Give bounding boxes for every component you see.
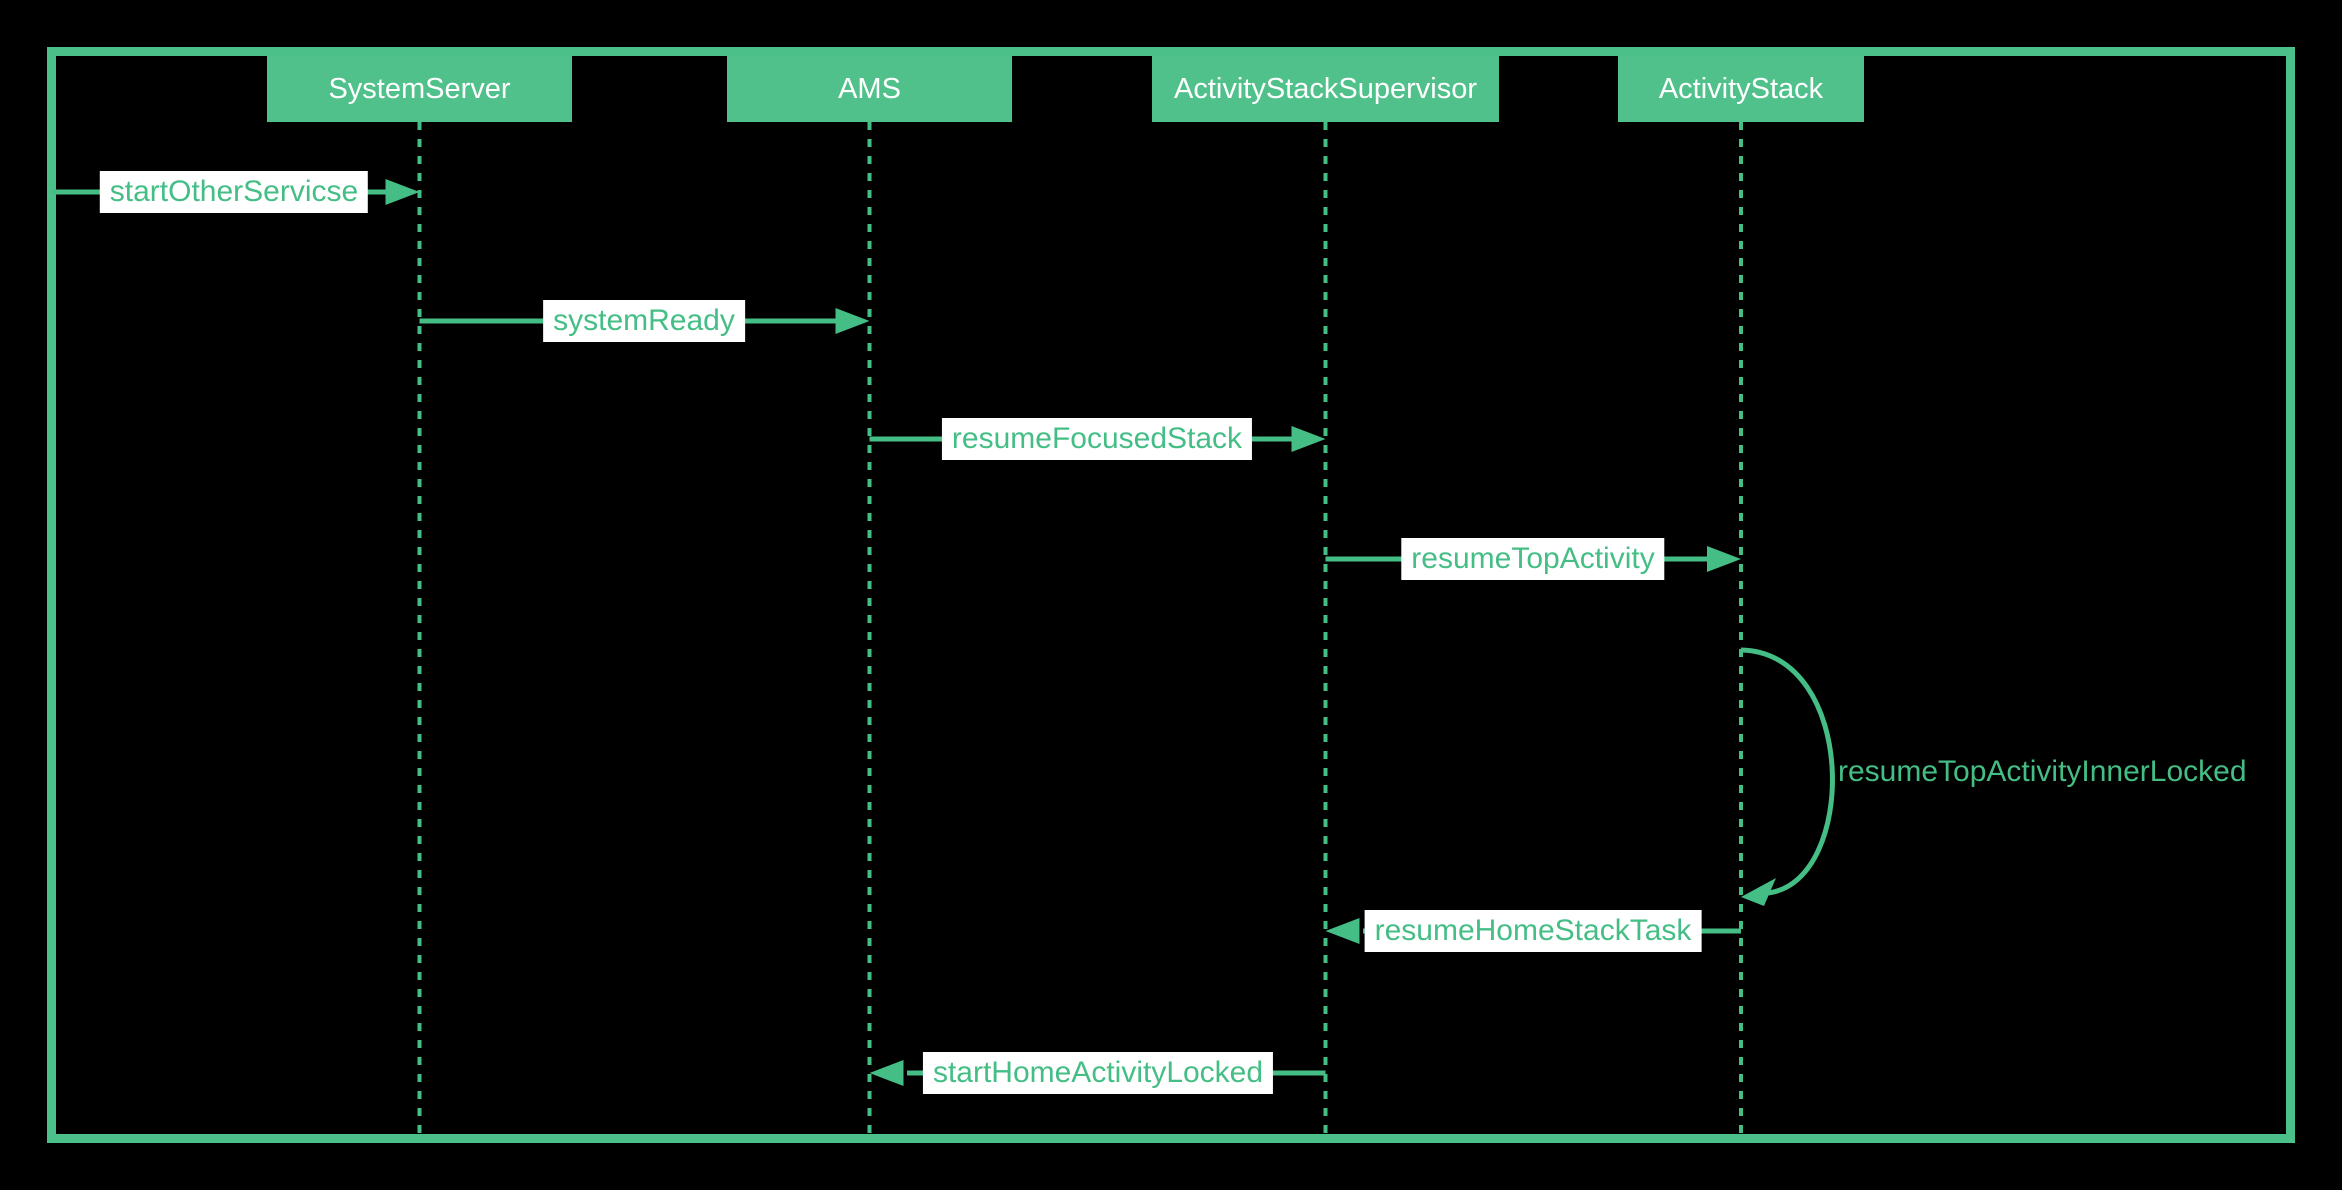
arrowhead-resumefocusedstack [1291, 426, 1326, 452]
message-label-resumefocusedstack: resumeFocusedStack [941, 418, 1253, 460]
arrowhead-systemready [835, 308, 870, 334]
arrowhead-startotherservicse [385, 179, 420, 205]
arrowhead-starthomeactivitylocked [869, 1060, 904, 1086]
arrowhead-resumetopactivityinnerlocked [1741, 878, 1776, 906]
arrowhead-resumehomestacktask [1325, 918, 1360, 944]
actor-systemserver: SystemServer [267, 56, 572, 122]
message-label-resumetopactivityinnerlocked: resumeTopActivityInnerLocked [1838, 755, 2247, 788]
arrowhead-resumetopactivity [1707, 546, 1741, 572]
self-loop-arc-resumetopactivityinnerlocked [1740, 647, 1835, 896]
actor-activitystacksupervisor: ActivityStackSupervisor [1152, 56, 1499, 122]
message-label-resumehomestacktask: resumeHomeStackTask [1364, 910, 1702, 952]
message-label-systemready: systemReady [543, 300, 745, 342]
frame-border [47, 47, 2295, 1143]
actor-activitystack: ActivityStack [1618, 56, 1864, 122]
message-label-starthomeactivitylocked: startHomeActivityLocked [922, 1052, 1274, 1094]
message-label-resumetopactivity: resumeTopActivity [1401, 538, 1665, 580]
actor-ams: AMS [727, 56, 1012, 122]
message-label-startotherservicse: startOtherServicse [99, 171, 369, 213]
